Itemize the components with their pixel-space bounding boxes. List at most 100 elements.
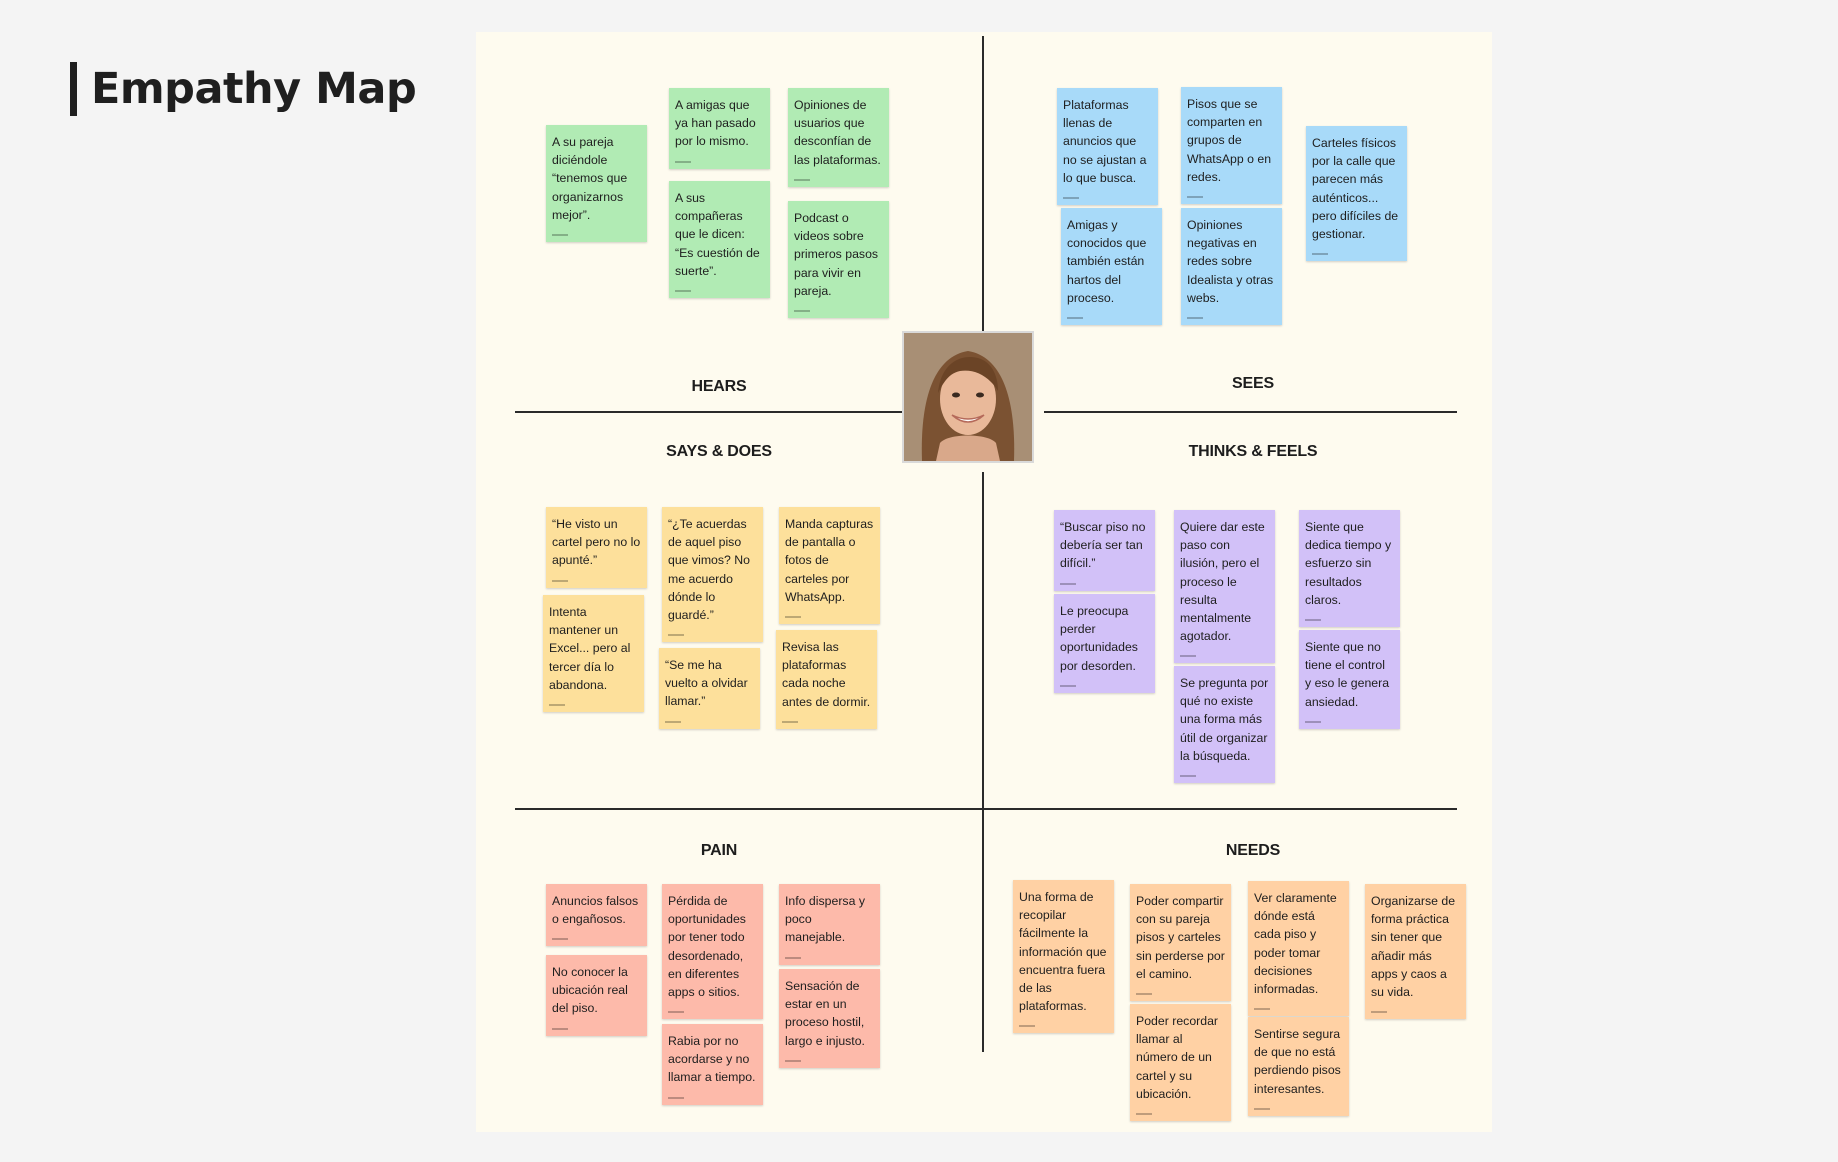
note-text: “¿Te acuerdas de aquel piso que vimos? N…	[668, 517, 751, 623]
note-author-tag	[1312, 253, 1328, 256]
board-canvas: HEARS SEES SAYS & DOES THINKS & FEELS PA…	[486, 36, 1482, 1124]
sticky-note[interactable]: Carteles físicos por la calle que parece…	[1306, 126, 1407, 262]
sticky-note[interactable]: A su pareja diciéndole “tenemos que orga…	[546, 125, 647, 243]
note-author-tag	[668, 1011, 684, 1014]
note-text: Una forma de recopilar fácilmente la inf…	[1019, 890, 1107, 1014]
sees-label: SEES	[1232, 375, 1274, 392]
note-author-tag	[668, 1096, 684, 1099]
vertical-divider-top	[982, 36, 984, 344]
sticky-note[interactable]: Revisa las plataformas cada noche antes …	[776, 630, 877, 729]
sticky-note[interactable]: Sensación de estar en un proceso hostil,…	[779, 969, 880, 1068]
sticky-note[interactable]: “¿Te acuerdas de aquel piso que vimos? N…	[662, 507, 763, 643]
note-text: A amigas que ya han pasado por lo mismo.	[675, 98, 756, 149]
horizontal-divider-top-right	[1044, 411, 1457, 413]
note-author-tag	[1254, 1008, 1270, 1011]
note-text: Manda capturas de pantalla o fotos de ca…	[785, 517, 874, 604]
note-author-tag	[1136, 993, 1152, 996]
sticky-note[interactable]: Plataformas llenas de anuncios que no se…	[1057, 88, 1158, 206]
sticky-note[interactable]: Info dispersa y poco manejable.	[779, 884, 880, 965]
note-text: No conocer la ubicación real del piso.	[552, 965, 628, 1016]
sticky-note[interactable]: Organizarse de forma práctica sin tener …	[1365, 884, 1466, 1020]
sticky-note[interactable]: Pérdida de oportunidades por tener todo …	[662, 884, 763, 1020]
note-text: Sensación de estar en un proceso hostil,…	[785, 979, 865, 1048]
note-author-tag	[1254, 1107, 1270, 1110]
note-text: Se pregunta por qué no existe una forma …	[1180, 676, 1269, 763]
note-author-tag	[785, 1059, 801, 1062]
sticky-note[interactable]: “Buscar piso no debería ser tan difícil.…	[1054, 510, 1155, 591]
sticky-note[interactable]: Pisos que se comparten en grupos de What…	[1181, 87, 1282, 205]
note-text: Info dispersa y poco manejable.	[785, 894, 865, 945]
sticky-note[interactable]: A sus compañeras que le dicen: “Es cuest…	[669, 181, 770, 299]
note-author-tag	[1180, 655, 1196, 658]
note-text: Ver claramente dónde está cada piso y po…	[1254, 891, 1337, 997]
note-author-tag	[1067, 317, 1083, 320]
empathy-map-board[interactable]: HEARS SEES SAYS & DOES THINKS & FEELS PA…	[476, 32, 1492, 1132]
note-author-tag	[1060, 684, 1076, 687]
note-text: Amigas y conocidos que también están har…	[1067, 218, 1147, 305]
hears-label: HEARS	[691, 378, 747, 395]
sticky-note[interactable]: A amigas que ya han pasado por lo mismo.	[669, 88, 770, 169]
sticky-note[interactable]: Rabia por no acordarse y no llamar a tie…	[662, 1024, 763, 1105]
note-text: Anuncios falsos o engañosos.	[552, 894, 639, 927]
note-author-tag	[552, 579, 568, 582]
note-author-tag	[675, 290, 691, 293]
horizontal-divider-bottom	[515, 808, 1457, 810]
note-text: A sus compañeras que le dicen: “Es cuest…	[675, 191, 760, 278]
sticky-note[interactable]: Ver claramente dónde está cada piso y po…	[1248, 881, 1349, 1017]
sticky-note[interactable]: Le preocupa perder oportunidades por des…	[1054, 594, 1155, 693]
thinks-feels-label: THINKS & FEELS	[1188, 443, 1318, 460]
sticky-note[interactable]: “He visto un cartel pero no lo apunté.”	[546, 507, 647, 588]
note-text: Poder compartir con su pareja pisos y ca…	[1136, 894, 1225, 981]
note-author-tag	[1180, 775, 1196, 778]
sticky-note[interactable]: “Se me ha vuelto a olvidar llamar.”	[659, 648, 760, 729]
note-text: Opiniones de usuarios que desconfían de …	[794, 98, 881, 167]
note-text: A su pareja diciéndole “tenemos que orga…	[552, 135, 628, 222]
sticky-note[interactable]: Siente que dedica tiempo y esfuerzo sin …	[1299, 510, 1400, 628]
sticky-note[interactable]: Poder recordar llamar al número de un ca…	[1130, 1004, 1231, 1122]
note-text: Revisa las plataformas cada noche antes …	[782, 640, 871, 709]
sticky-note[interactable]: Opiniones de usuarios que desconfían de …	[788, 88, 889, 187]
sticky-note[interactable]: Sentirse segura de que no está perdiendo…	[1248, 1017, 1349, 1116]
sticky-note[interactable]: Una forma de recopilar fácilmente la inf…	[1013, 880, 1114, 1034]
sticky-note[interactable]: Podcast o videos sobre primeros pasos pa…	[788, 201, 889, 319]
note-text: Quiere dar este paso con ilusión, pero e…	[1180, 520, 1265, 644]
note-text: Podcast o videos sobre primeros pasos pa…	[794, 211, 879, 298]
persona-avatar[interactable]	[904, 333, 1032, 461]
sticky-note[interactable]: Poder compartir con su pareja pisos y ca…	[1130, 884, 1231, 1002]
says-does-label: SAYS & DOES	[666, 443, 772, 460]
sticky-note[interactable]: Amigas y conocidos que también están har…	[1061, 208, 1162, 326]
note-author-tag	[1305, 720, 1321, 723]
sticky-note[interactable]: Opiniones negativas en redes sobre Ideal…	[1181, 208, 1282, 326]
sticky-note[interactable]: Quiere dar este paso con ilusión, pero e…	[1174, 510, 1275, 664]
note-text: Plataformas llenas de anuncios que no se…	[1063, 98, 1147, 185]
note-text: Intenta mantener un Excel... pero al ter…	[549, 605, 631, 692]
sticky-note[interactable]: Anuncios falsos o engañosos.	[546, 884, 647, 947]
sticky-note[interactable]: Se pregunta por qué no existe una forma …	[1174, 666, 1275, 784]
note-author-tag	[665, 720, 681, 723]
note-author-tag	[794, 178, 810, 181]
note-text: Carteles físicos por la calle que parece…	[1312, 136, 1399, 242]
sticky-note[interactable]: Siente que no tiene el control y eso le …	[1299, 630, 1400, 729]
note-author-tag	[668, 634, 684, 637]
note-author-tag	[549, 704, 565, 707]
note-author-tag	[1187, 317, 1203, 320]
needs-label: NEEDS	[1225, 842, 1281, 859]
note-text: Opiniones negativas en redes sobre Ideal…	[1187, 218, 1274, 305]
horizontal-divider-top-left	[515, 411, 944, 413]
sticky-note[interactable]: Intenta mantener un Excel... pero al ter…	[543, 595, 644, 713]
note-text: “Buscar piso no debería ser tan difícil.…	[1060, 520, 1146, 571]
note-text: “Se me ha vuelto a olvidar llamar.”	[665, 658, 748, 709]
note-author-tag	[794, 310, 810, 313]
sticky-note[interactable]: No conocer la ubicación real del piso.	[546, 955, 647, 1036]
page-title: Empathy Map	[70, 62, 417, 116]
note-text: Pérdida de oportunidades por tener todo …	[668, 894, 746, 1000]
sticky-note[interactable]: Manda capturas de pantalla o fotos de ca…	[779, 507, 880, 625]
note-author-tag	[1371, 1011, 1387, 1014]
note-text: Le preocupa perder oportunidades por des…	[1060, 604, 1138, 673]
note-text: Organizarse de forma práctica sin tener …	[1371, 894, 1456, 1000]
note-author-tag	[1063, 197, 1079, 200]
note-text: Siente que no tiene el control y eso le …	[1305, 640, 1390, 709]
note-text: Pisos que se comparten en grupos de What…	[1187, 97, 1272, 184]
note-author-tag	[1136, 1113, 1152, 1116]
note-author-tag	[1019, 1025, 1035, 1028]
